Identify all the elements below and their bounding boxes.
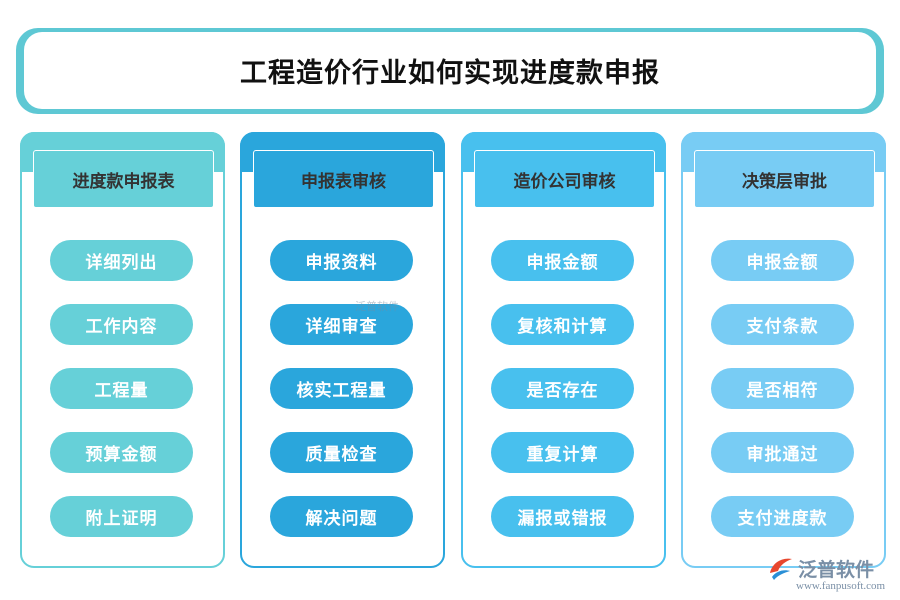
title-box: 工程造价行业如何实现进度款申报	[24, 32, 876, 109]
watermark: 泛普软件	[355, 300, 399, 313]
step-item: 质量检查	[270, 432, 413, 473]
column-header: 决策层审批	[694, 150, 875, 208]
step-item: 复核和计算	[491, 304, 634, 345]
column-form-review: 申报表审核 申报资料 详细审查 核实工程量 质量检查 解决问题	[240, 132, 445, 568]
step-item: 申报资料	[270, 240, 413, 281]
column-header: 申报表审核	[253, 150, 434, 208]
step-item: 支付进度款	[711, 496, 854, 537]
brand-url: www.fanpusoft.com	[796, 580, 886, 592]
step-item: 漏报或错报	[491, 496, 634, 537]
column-decision-approval: 决策层审批 申报金额 支付条款 是否相符 审批通过 支付进度款	[681, 132, 886, 568]
step-item: 审批通过	[711, 432, 854, 473]
step-item: 详细审查	[270, 304, 413, 345]
step-item: 重复计算	[491, 432, 634, 473]
fanpu-logo-icon	[770, 558, 792, 580]
brand-name: 泛普软件	[798, 559, 875, 581]
column-header: 进度款申报表	[33, 150, 214, 208]
step-item: 工作内容	[50, 304, 193, 345]
step-item: 详细列出	[50, 240, 193, 281]
step-item: 申报金额	[711, 240, 854, 281]
step-item: 核实工程量	[270, 368, 413, 409]
step-item: 是否相符	[711, 368, 854, 409]
step-item: 申报金额	[491, 240, 634, 281]
step-item: 工程量	[50, 368, 193, 409]
page-title: 工程造价行业如何实现进度款申报	[240, 58, 660, 89]
brand-logo: 泛普软件 www.fanpusoft.com	[766, 553, 892, 595]
column-cost-company-review: 造价公司审核 申报金额 复核和计算 是否存在 重复计算 漏报或错报	[461, 132, 666, 568]
step-item: 预算金额	[50, 432, 193, 473]
step-item: 是否存在	[491, 368, 634, 409]
step-item: 支付条款	[711, 304, 854, 345]
step-item: 解决问题	[270, 496, 413, 537]
step-item: 附上证明	[50, 496, 193, 537]
column-header: 造价公司审核	[474, 150, 655, 208]
column-progress-payment-form: 进度款申报表 详细列出 工作内容 工程量 预算金额 附上证明	[20, 132, 225, 568]
